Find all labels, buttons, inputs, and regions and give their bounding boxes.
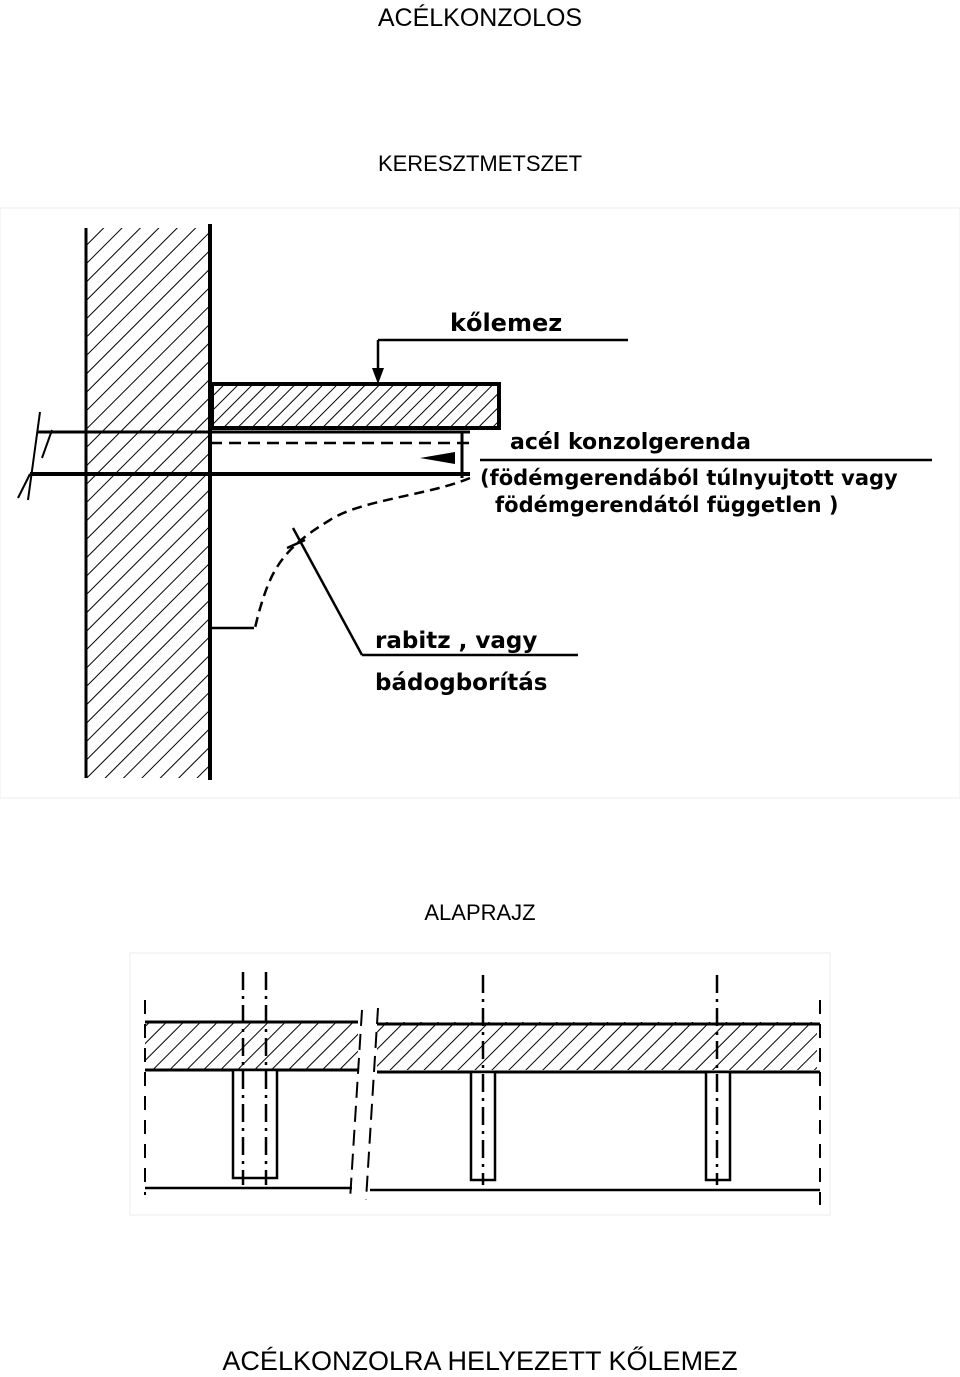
plan-beam-1 (231, 972, 279, 1185)
cladding-outline (253, 476, 471, 629)
main-title: ACÉLKONZOLOS (377, 4, 583, 32)
cross-section-drawing: kőlemez acél konzolgerenda (födémgerendá… (0, 207, 960, 799)
label-slab: kőlemez (450, 309, 562, 337)
plan-drawing (129, 952, 831, 1216)
steel-cantilever-beam (17, 411, 470, 501)
label-cladding-1: rabitz , vagy (375, 628, 537, 654)
label-beam-note-2: födémgerendától független ) (495, 493, 838, 517)
plan-title: ALAPRAJZ (424, 900, 536, 925)
label-cladding-2: bádogborítás (375, 670, 547, 696)
label-beam-note-1: (födémgerendából túlnyujtott vagy (480, 466, 898, 490)
section-title: KERESZTMETSZET (377, 151, 583, 176)
caption-title: ACÉLKONZOLRA HELYEZETT KŐLEMEZ (222, 1346, 738, 1376)
plan-beam-3 (704, 975, 732, 1185)
wall-section (86, 228, 210, 778)
plan-beam-2 (469, 975, 497, 1185)
plan-slab-left (145, 1022, 358, 1070)
label-beam: acél konzolgerenda (510, 430, 751, 455)
plan-slab-right (377, 1022, 817, 1070)
stone-slab (210, 382, 501, 430)
